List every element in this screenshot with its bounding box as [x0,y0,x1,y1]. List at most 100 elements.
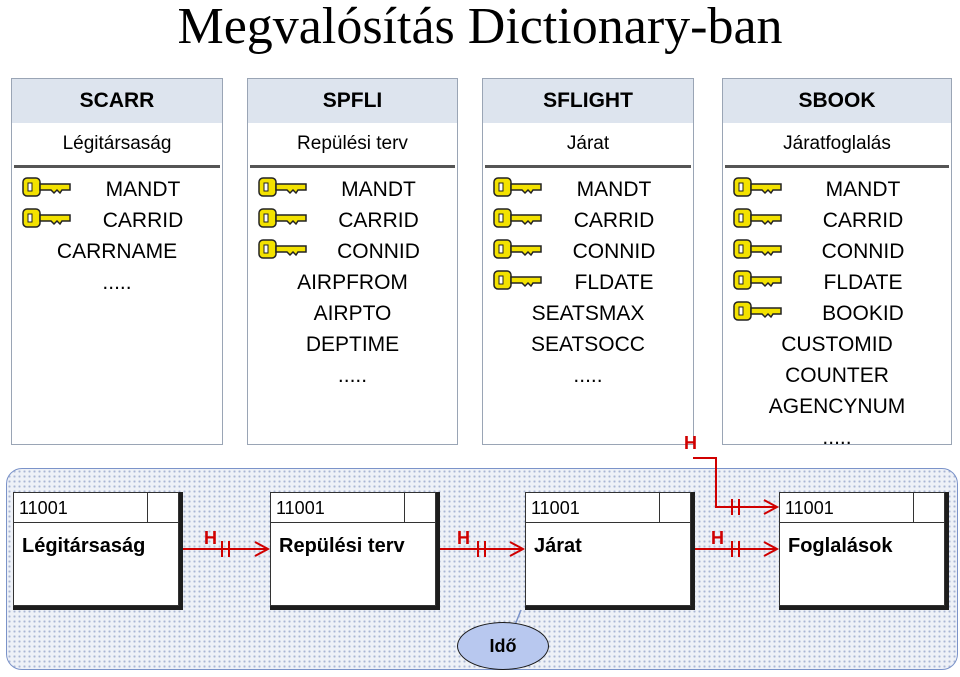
object-id: 11001 [526,493,690,523]
field-row: CUSTOMID [723,329,951,360]
field-row: MANDT [483,174,693,205]
object-repulesi-terv: 11001 Repülési terv [270,492,440,610]
object-id: 11001 [780,493,944,523]
field-name: CONNID [821,240,905,263]
field-row: MANDT [248,174,457,205]
field-name: CUSTOMID [781,333,893,356]
relation-arrowhead [509,541,526,557]
relation-arrowhead [254,541,271,557]
object-jarat: 11001 Járat [525,492,695,610]
relation-tick [731,499,740,515]
table-description: Légitársaság [14,123,220,168]
table-name: SCARR [12,79,222,123]
field-row: ..... [12,267,222,298]
relation-label: H [684,433,697,453]
field-name: CARRID [573,209,655,232]
relation-tick [477,541,486,557]
field-name: MANDT [576,178,652,201]
field-row: COUNTER [723,360,951,391]
field-name: AIRPTO [313,302,392,325]
field-row: AIRPFROM [248,267,457,298]
field-row: ..... [483,360,693,391]
table-name: SBOOK [723,79,951,123]
field-name: ..... [102,271,132,294]
table-description: Járatfoglalás [725,123,949,168]
field-row: CARRID [483,205,693,236]
table-name: SPFLI [248,79,457,123]
table-sbook: SBOOK Járatfoglalás MANDT CARRID CONNID FLD… [722,78,952,449]
field-name: MANDT [341,178,416,201]
key-icon [258,176,308,207]
field-row: FLDATE [723,267,951,298]
field-name: CONNID [337,240,420,263]
field-name: MANDT [105,178,181,201]
object-foglalasok: 11001 Foglalások [779,492,949,610]
relation-arrowhead [763,499,780,515]
key-icon [493,207,543,238]
relation-tick [221,541,230,557]
table-name: SFLIGHT [483,79,693,123]
field-name: CARRID [822,209,904,232]
object-label: Repülési terv [279,535,405,557]
field-row: BOOKID [723,298,951,329]
field-name: BOOKID [822,302,904,325]
table-description: Járat [485,123,691,168]
relation-label: H [711,528,724,548]
field-name: CARRID [338,209,419,232]
field-row: MANDT [12,174,222,205]
key-icon [258,207,308,238]
object-legitarsasag: 11001 Légitársaság [13,492,183,610]
field-row: CONNID [248,236,457,267]
field-row: AIRPTO [248,298,457,329]
field-name: ..... [822,426,852,449]
table-sflight: SFLIGHT Járat MANDT CARRID CONNID FLDATE SEA… [482,78,694,445]
field-row: SEATSMAX [483,298,693,329]
key-icon [22,207,72,238]
key-icon [733,300,783,331]
field-row: CARRNAME [12,236,222,267]
object-label: Légitársaság [22,535,146,557]
relation-connectors [183,457,780,557]
time-oval: Idő [457,622,549,670]
field-row: CARRID [248,205,457,236]
table-spfli: SPFLI Repülési terv MANDT CARRID CONNID AIR… [247,78,458,445]
object-id: 11001 [271,493,435,523]
key-icon [493,269,543,300]
field-row: FLDATE [483,267,693,298]
key-icon [733,207,783,238]
relation-label: H [457,528,470,548]
field-row: DEPTIME [248,329,457,360]
field-name: CARRNAME [56,240,178,263]
relation-label: H [204,528,217,548]
key-icon [733,238,783,269]
field-name: DEPTIME [305,333,400,356]
field-name: AIRPFROM [297,271,408,294]
table-scarr: SCARR Légitársaság MANDT CARRID CARRNAME..… [11,78,223,445]
field-name: SEATSMAX [531,302,645,325]
field-name: CARRID [102,209,184,232]
field-row: MANDT [723,174,951,205]
field-name: FLDATE [823,271,903,294]
key-icon [493,238,543,269]
field-row: CARRID [723,205,951,236]
key-icon [22,176,72,207]
field-row: CONNID [483,236,693,267]
field-row: ..... [723,422,951,453]
field-name: AGENCYNUM [768,395,906,418]
key-icon [493,176,543,207]
field-row: AGENCYNUM [723,391,951,422]
field-name: ..... [573,364,603,387]
table-description: Repülési terv [250,123,455,168]
field-row: SEATSOCC [483,329,693,360]
field-name: FLDATE [574,271,654,294]
object-id: 11001 [14,493,178,523]
field-row: CONNID [723,236,951,267]
field-name: COUNTER [785,364,889,387]
field-name: CONNID [572,240,656,263]
field-name: SEATSOCC [531,333,645,356]
field-row: ..... [248,360,457,391]
field-name: MANDT [825,178,901,201]
relation-arrowhead [763,541,780,557]
relation-tick [731,541,740,557]
